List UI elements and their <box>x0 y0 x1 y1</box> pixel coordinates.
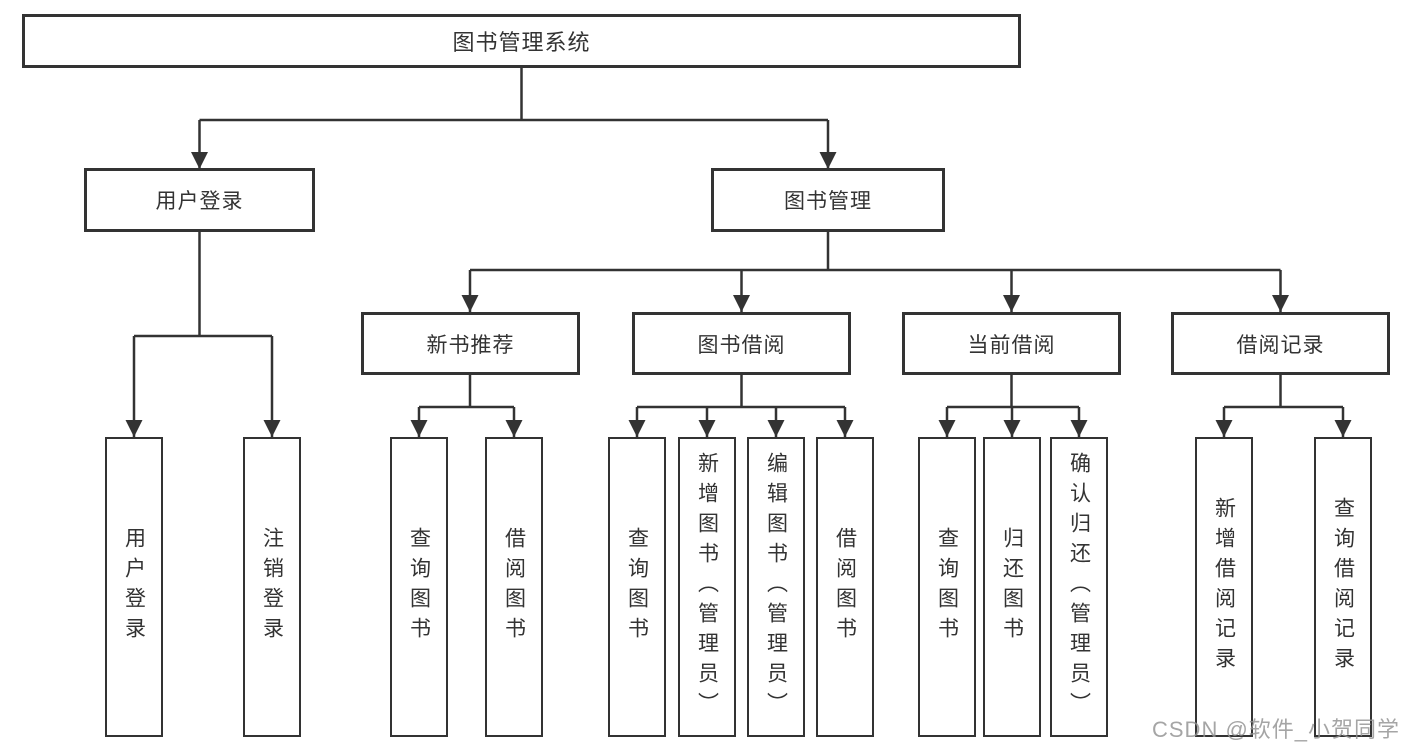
node-label: 新书推荐 <box>426 333 515 357</box>
node-label: 确认归还（管理员） <box>1067 452 1091 722</box>
node-user-login: 用户登录 <box>84 168 315 232</box>
node-label: 查询图书 <box>407 527 431 647</box>
node-label: 用户登录 <box>155 190 244 213</box>
node-label: 归还图书 <box>1000 527 1024 647</box>
node-label: 借阅图书 <box>833 527 857 647</box>
node-add-book-admin: 新增图书（管理员） <box>678 437 736 737</box>
node-current-borrowing: 当前借阅 <box>902 312 1121 375</box>
node-edit-book-admin: 编辑图书（管理员） <box>747 437 805 737</box>
node-query-borrow-record: 查询借阅记录 <box>1314 437 1372 737</box>
node-user-login-leaf: 用户登录 <box>105 437 163 737</box>
node-label: 查询借阅记录 <box>1331 497 1355 677</box>
node-new-book-recommendation: 新书推荐 <box>361 312 580 375</box>
node-borrowing-records: 借阅记录 <box>1171 312 1390 375</box>
node-label: 新增图书（管理员） <box>695 452 719 722</box>
node-add-borrow-record: 新增借阅记录 <box>1195 437 1253 737</box>
node-library-management-system: 图书管理系统 <box>22 14 1021 68</box>
node-label: 图书管理 <box>784 190 872 213</box>
node-book-management: 图书管理 <box>711 168 945 232</box>
node-logout-leaf: 注销登录 <box>243 437 301 737</box>
csdn-watermark: CSDN @软件_小贺同学 <box>1152 717 1401 742</box>
node-return-books: 归还图书 <box>983 437 1041 737</box>
node-label: 查询图书 <box>625 527 649 647</box>
node-query-books-borrowing: 查询图书 <box>608 437 666 737</box>
node-label: 当前借阅 <box>967 333 1056 357</box>
node-label: 借阅记录 <box>1236 333 1325 357</box>
node-label: 用户登录 <box>122 527 146 647</box>
node-label: 图书管理系统 <box>452 30 591 55</box>
node-query-books-recommend: 查询图书 <box>390 437 448 737</box>
node-label: 编辑图书（管理员） <box>764 452 788 722</box>
node-label: 查询图书 <box>935 527 959 647</box>
node-borrow-books-recommend: 借阅图书 <box>485 437 543 737</box>
node-borrow-books-borrowing: 借阅图书 <box>816 437 874 737</box>
node-label: 注销登录 <box>260 527 284 647</box>
node-label: 图书借阅 <box>697 333 786 357</box>
node-confirm-return-admin: 确认归还（管理员） <box>1050 437 1108 737</box>
node-label: 借阅图书 <box>502 527 526 647</box>
node-query-books-current: 查询图书 <box>918 437 976 737</box>
node-label: 新增借阅记录 <box>1212 497 1236 677</box>
node-book-borrowing: 图书借阅 <box>632 312 851 375</box>
